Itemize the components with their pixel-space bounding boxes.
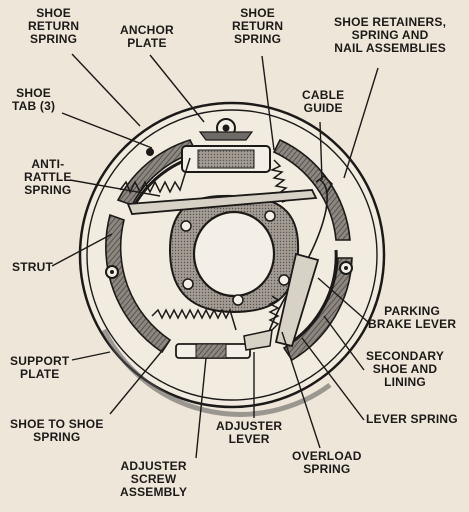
parking-brake-lever — [268, 252, 320, 348]
label-overload-spring: OVERLOAD SPRING — [292, 449, 362, 476]
label-shoe-return-spring-left: SHOE RETURN SPRING — [28, 6, 80, 46]
wheel-cylinder — [181, 118, 271, 173]
label-adjuster-screw-assembly: ADJUSTER SCREW ASSEMBLY — [120, 459, 188, 499]
cable-guide — [265, 174, 334, 341]
label-anti-rattle-spring: ANTI- RATTLE SPRING — [24, 157, 72, 197]
label-strut: STRUT — [12, 260, 53, 274]
retainer-pins — [105, 148, 353, 279]
label-shoe-return-spring-right: SHOE RETURN SPRING — [232, 6, 284, 46]
adjuster-screw — [175, 329, 273, 359]
label-cable-guide: CABLE GUIDE — [302, 88, 345, 115]
label-shoe-to-shoe-spring: SHOE TO SHOE SPRING — [10, 417, 104, 444]
shoe-to-shoe-spring — [151, 307, 237, 331]
label-secondary-shoe: SECONDARY SHOE AND LINING — [366, 349, 445, 389]
label-lever-spring: LEVER SPRING — [366, 412, 458, 426]
brake-shoes — [105, 138, 353, 362]
label-shoe-tab: SHOE TAB (3) — [12, 86, 56, 113]
label-parking-brake-lever: PARKING BRAKE LEVER — [368, 304, 457, 331]
label-adjuster-lever: ADJUSTER LEVER — [216, 419, 283, 446]
strut — [126, 189, 318, 215]
label-shoe-retainers: SHOE RETAINERS, SPRING AND NAIL ASSEMBLI… — [334, 15, 447, 55]
hub-flange — [168, 194, 300, 314]
label-anchor-plate: ANCHOR PLATE — [120, 23, 174, 50]
leader-lines — [51, 53, 379, 459]
label-support-plate: SUPPORT PLATE — [10, 354, 70, 381]
